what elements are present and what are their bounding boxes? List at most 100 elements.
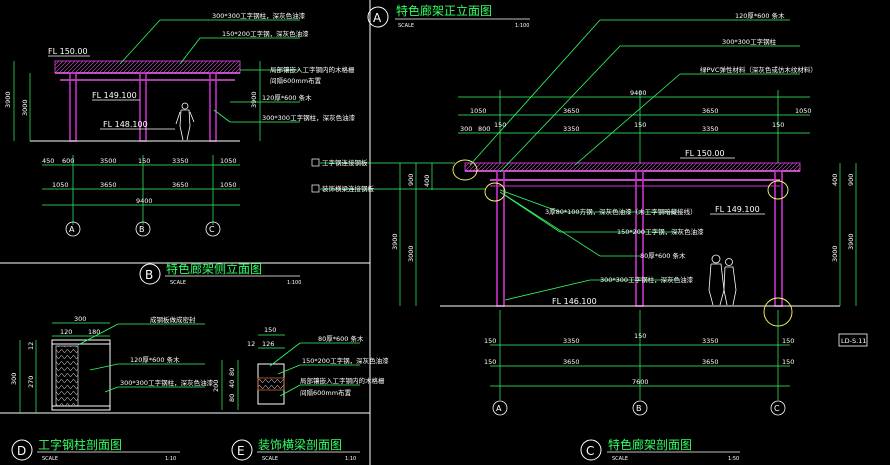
note-beam: 150*200工字钢，深灰色油漆: [222, 29, 309, 38]
view-dividers: [0, 0, 371, 465]
sec-dim-3350-b: 3350: [702, 125, 719, 133]
sec-height-3000-r: 3000: [831, 245, 839, 262]
title-b-text: 特色廊架侧立面图: [166, 261, 262, 276]
section-figures: [708, 254, 737, 306]
beam-dim-150: 150: [264, 326, 276, 334]
sec-bdim2-3650-b: 3650: [702, 358, 719, 366]
title-block-d: D 工字钢柱剖面图 SCALE 1:10: [11, 437, 180, 462]
col-note-seal: 成钢板做成密封: [150, 315, 196, 324]
beam-section: 150 126 12 200 80 40 80 80厚*600 条木 150*2…: [212, 326, 389, 410]
beam-dim-12: 12: [247, 340, 255, 348]
column-outline: [51, 339, 111, 411]
dim-150: 150: [138, 157, 150, 165]
wood-infill: [55, 345, 79, 407]
dim-1050-c: 1050: [220, 181, 237, 189]
sec-height-3900: 3900: [391, 233, 399, 250]
sec-level-fl-150: FL 150.00: [685, 149, 725, 158]
dim-3350: 3350: [172, 157, 189, 165]
col-note-wood: 120厚*600 条木: [130, 355, 180, 364]
dim-1050: 1050: [220, 157, 237, 165]
sec-dim-1050-b: 1050: [795, 107, 812, 115]
title-d-scale: 1:10: [165, 456, 176, 462]
section-leader-lines: [320, 19, 800, 301]
sec-bdim2-3650-a: 3650: [563, 358, 580, 366]
sec-bdim-150-c: 150: [782, 337, 794, 345]
sec-bdim2-150-b: 150: [782, 358, 794, 366]
side-elevation: FL 150.00 FL 149.100 FL 148.100 300*300工…: [4, 11, 356, 237]
title-block-a: A 特色廊架正立面图 SCALE 1:100: [367, 3, 530, 29]
sec-dim-7600: 7600: [632, 378, 649, 386]
title-d-scale-label: SCALE: [42, 456, 58, 462]
sec-note-80: 80厚*600 条木: [640, 251, 686, 260]
human-figure: [175, 102, 195, 141]
sec-dim-3350-a: 3350: [563, 125, 580, 133]
dim-3500: 3500: [100, 157, 117, 165]
col-dim-side-300: 300: [10, 373, 18, 385]
sec-height-3000: 3000: [407, 245, 415, 262]
sec-axis-b: B: [636, 404, 642, 413]
sec-height-3900-r: 3900: [847, 233, 855, 250]
level-fl-149: FL 149.100: [92, 91, 137, 100]
beam-note-grille: 局部镶嵌入工字钢内的木格栅: [300, 376, 385, 385]
col-note-column: 300*300工字钢柱，深灰色油漆: [120, 378, 214, 387]
beam-note-wood: 80厚*600 条木: [318, 334, 364, 343]
sec-level-fl-146: FL 146.100: [552, 297, 597, 306]
col-dim-side-12: 12: [27, 342, 35, 350]
axis-c: C: [209, 225, 215, 234]
sec-bdim-3350-b: 3350: [702, 337, 719, 345]
beam-dim-200: 200: [212, 380, 220, 392]
note-grille: 局部镶嵌入工字钢内的木格栅: [270, 65, 355, 74]
dim-450: 450: [42, 157, 54, 165]
title-a-scale-label: SCALE: [398, 23, 414, 29]
beam-note-spacing: 间隔600mm布置: [300, 388, 352, 397]
sec-dim-300: 300: [460, 125, 472, 133]
sec-level-fl-149: FL 149.100: [715, 205, 760, 214]
beam-dim-126: 126: [262, 340, 274, 348]
title-block-b: B 特色廊架侧立面图 SCALE 1:100: [139, 261, 301, 286]
dim-9400: 9400: [136, 197, 153, 205]
sec-height-400-r: 400: [831, 174, 839, 186]
level-fl-150: FL 150.00: [48, 47, 88, 56]
col-dim-300: 300: [74, 315, 86, 323]
title-c-letter: C: [586, 444, 594, 458]
beam-dim-80b: 80: [228, 368, 236, 376]
sec-dim-3650-a: 3650: [563, 107, 580, 115]
title-a-scale: 1:100: [515, 23, 529, 29]
note-column-2: 300*300工字钢柱，深灰色油漆: [262, 113, 356, 122]
title-block-e: E 装饰横梁剖面图 SCALE 1:10: [231, 437, 360, 462]
title-b-scale: 1:100: [287, 280, 301, 286]
note-column: 300*300工字钢柱，深灰色油漆: [212, 11, 306, 20]
title-e-text: 装饰横梁剖面图: [258, 437, 342, 452]
height-3900-right: 3900: [250, 91, 258, 108]
sec-dim-150-c: 150: [772, 121, 784, 129]
col-dim-120: 120: [60, 328, 72, 336]
beam-note-steel: 150*200工字钢，深灰色油漆: [302, 356, 389, 365]
title-d-text: 工字钢柱剖面图: [38, 437, 122, 452]
axis-a: A: [69, 225, 75, 234]
col-dim-side-270: 270: [27, 376, 35, 388]
sec-dim-3650-b: 3650: [702, 107, 719, 115]
title-d-letter: D: [17, 444, 26, 458]
note-wood-strip: 120厚*600 条木: [262, 93, 312, 102]
title-a-text: 特色廊架正立面图: [396, 3, 492, 18]
sec-note-wood: 120厚*600 条木: [735, 11, 785, 20]
axis-b: B: [139, 225, 145, 234]
leader-lines: [119, 19, 300, 123]
sec-dim-1050-a: 1050: [470, 107, 487, 115]
beam-dim-40: 40: [228, 380, 236, 388]
detail-tag: LD-S.11: [841, 337, 866, 345]
title-block-c: C 特色廊架剖面图 SCALE 1:50: [580, 437, 740, 462]
title-e-scale: 1:10: [345, 456, 356, 462]
note-spacing: 间隔600mm布置: [270, 76, 322, 85]
title-b-letter: B: [145, 268, 153, 282]
sec-axis-c: C: [774, 404, 780, 413]
sec-bdim-150-b: 150: [634, 332, 646, 340]
sec-note-pvc: 绿PVC弹性材料（深灰色或仿木纹材料）: [700, 65, 817, 74]
sec-height-400: 400: [423, 175, 431, 187]
title-b-scale-label: SCALE: [170, 280, 186, 286]
beam-dim-80a: 80: [228, 394, 236, 402]
level-fl-148: FL 148.100: [103, 120, 148, 129]
roof-slats: [54, 60, 241, 74]
section-roof-slats: [464, 162, 801, 172]
sec-dim-9400: 9400: [630, 89, 647, 97]
